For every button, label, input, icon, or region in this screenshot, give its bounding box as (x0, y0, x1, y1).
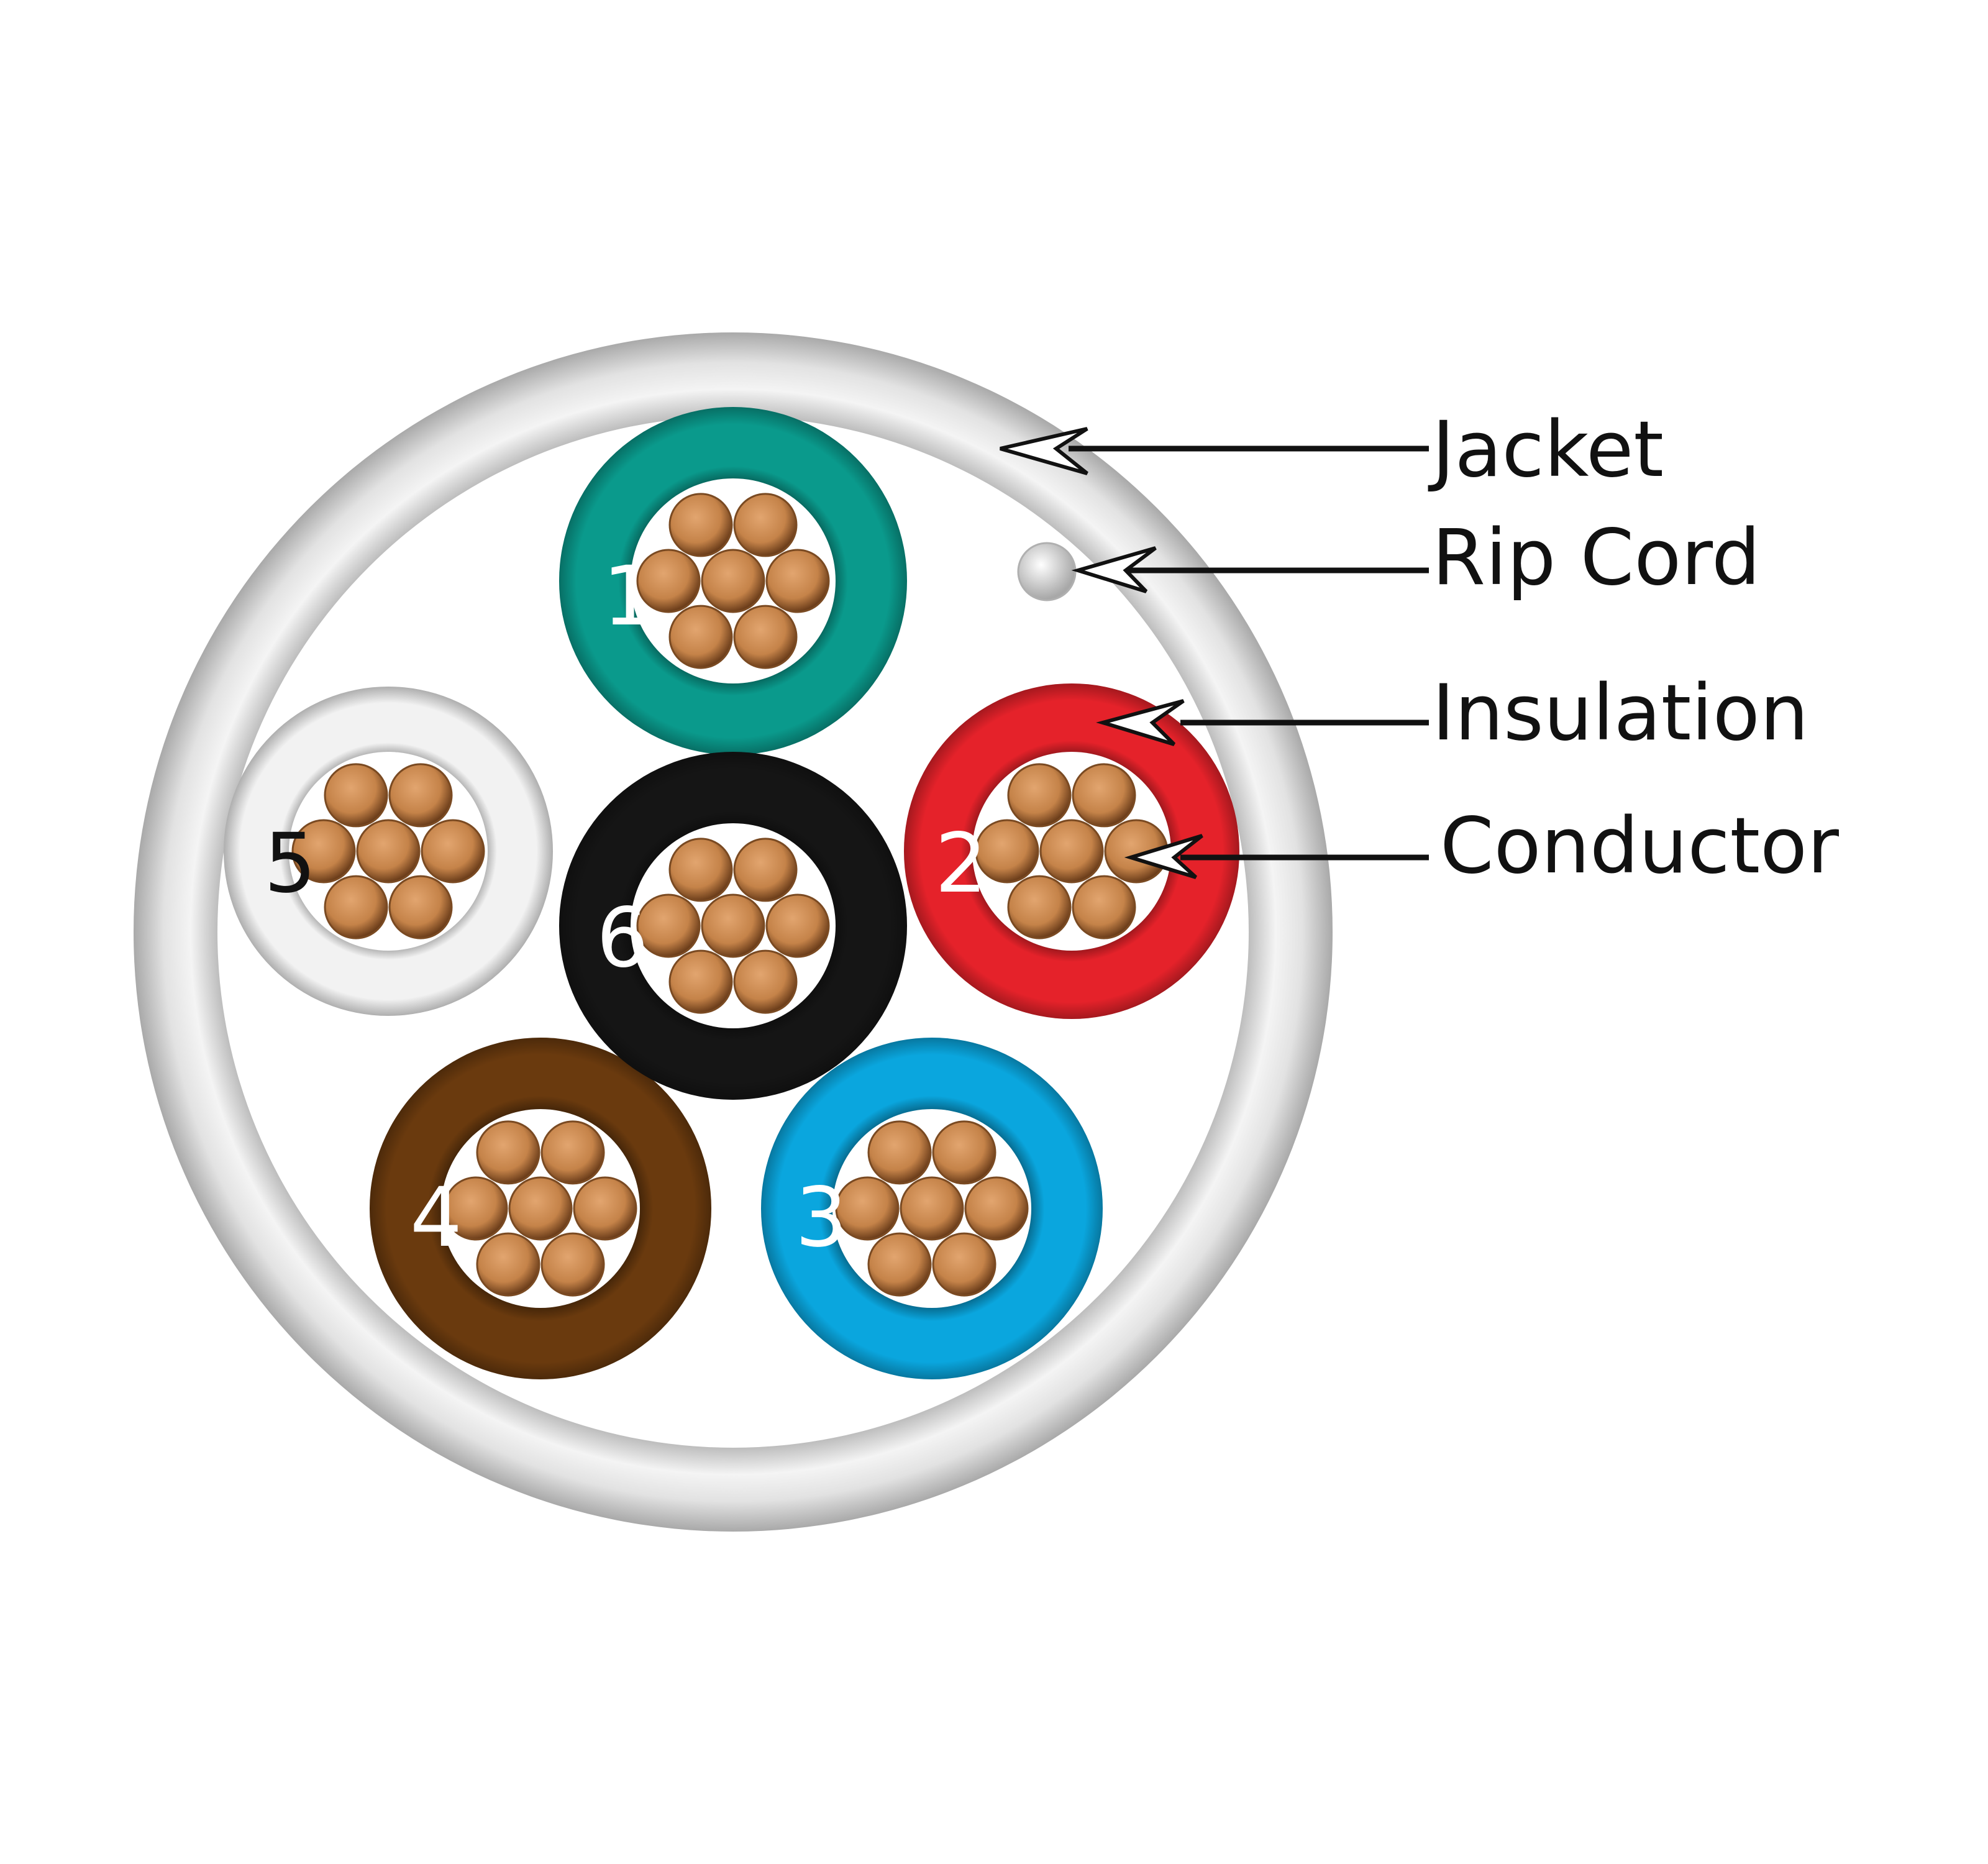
wire-number-5: 5 (264, 816, 316, 911)
conductor-strand-3-6 (867, 1232, 932, 1297)
wire-2: 2 (904, 683, 1239, 1019)
conductor-strand-5-4 (356, 819, 421, 884)
conductor-strand-2-1 (1007, 763, 1072, 828)
wire-number-6: 6 (596, 890, 649, 986)
conductor-strand-6-7 (733, 949, 798, 1014)
conductor-strand-1-2 (733, 493, 798, 557)
conductor-strand-5-5 (421, 819, 485, 884)
conductor-strand-1-1 (668, 493, 733, 557)
wire-number-4: 4 (410, 1170, 462, 1266)
wire-3: 3 (761, 1038, 1103, 1379)
conductor-strand-1-7 (733, 605, 798, 669)
conductor-strand-3-4 (900, 1176, 964, 1241)
conductor-strand-2-7 (1072, 875, 1136, 939)
rip-cord-arrowhead (1071, 546, 1157, 593)
wire-4: 4 (370, 1038, 711, 1379)
conductor-strand-4-1 (476, 1120, 540, 1185)
conductor-strand-2-6 (1007, 875, 1072, 939)
wire-5: 5 (224, 687, 553, 1016)
rip-cord-label: Rip Cord (1432, 513, 1761, 603)
wires: 1 2 3 4 5 6 (224, 407, 1239, 1379)
conductor-strand-3-3 (835, 1176, 900, 1241)
conductor-strand-4-2 (540, 1120, 605, 1185)
conductor-strand-1-5 (765, 549, 830, 613)
conductor-strand-1-6 (668, 605, 733, 669)
insulation-arrowhead (1096, 699, 1185, 746)
conductor-strand-6-4 (701, 893, 765, 958)
conductor-strand-1-4 (701, 549, 765, 613)
insulation-label: Insulation (1432, 669, 1808, 758)
conductor-strand-6-5 (765, 893, 830, 958)
conductor-strand-6-6 (668, 949, 733, 1014)
conductor-strand-6-2 (733, 838, 798, 902)
conductor-strand-3-1 (867, 1120, 932, 1185)
conductor-strand-2-4 (1039, 819, 1104, 884)
jacket-label: Jacket (1428, 405, 1664, 495)
conductor-strand-4-7 (540, 1232, 605, 1297)
conductor-strand-4-5 (573, 1176, 637, 1241)
conductor-strand-4-4 (508, 1176, 573, 1241)
wire-number-2: 2 (935, 816, 987, 911)
rip-cord (1017, 542, 1077, 601)
conductor-strand-3-2 (932, 1120, 996, 1185)
callout-leaders (1000, 427, 1429, 879)
conductor-label: Conductor (1440, 802, 1839, 891)
conductor-strand-1-3 (636, 549, 701, 613)
conductor-arrowhead (1124, 834, 1203, 879)
conductor-strand-3-7 (932, 1232, 996, 1297)
conductor-strand-5-3 (291, 819, 356, 884)
wire-1: 1 (559, 407, 907, 755)
conductor-strand-6-1 (668, 838, 733, 902)
conductor-strand-5-2 (388, 763, 453, 828)
conductor-strand-2-2 (1072, 763, 1136, 828)
jacket-arrowhead (1000, 427, 1088, 475)
wire-number-1: 1 (603, 549, 655, 644)
wire-6: 6 (559, 752, 907, 1100)
conductor-strand-5-1 (324, 763, 388, 828)
conductor-strand-3-5 (964, 1176, 1029, 1241)
conductor-strand-6-3 (636, 893, 701, 958)
conductor-strand-5-6 (324, 875, 388, 939)
conductor-strand-5-7 (388, 875, 453, 939)
wire-number-3: 3 (795, 1170, 847, 1266)
conductor-strand-2-3 (975, 819, 1039, 884)
conductor-strand-4-3 (444, 1176, 508, 1241)
conductor-strand-4-6 (476, 1232, 540, 1297)
